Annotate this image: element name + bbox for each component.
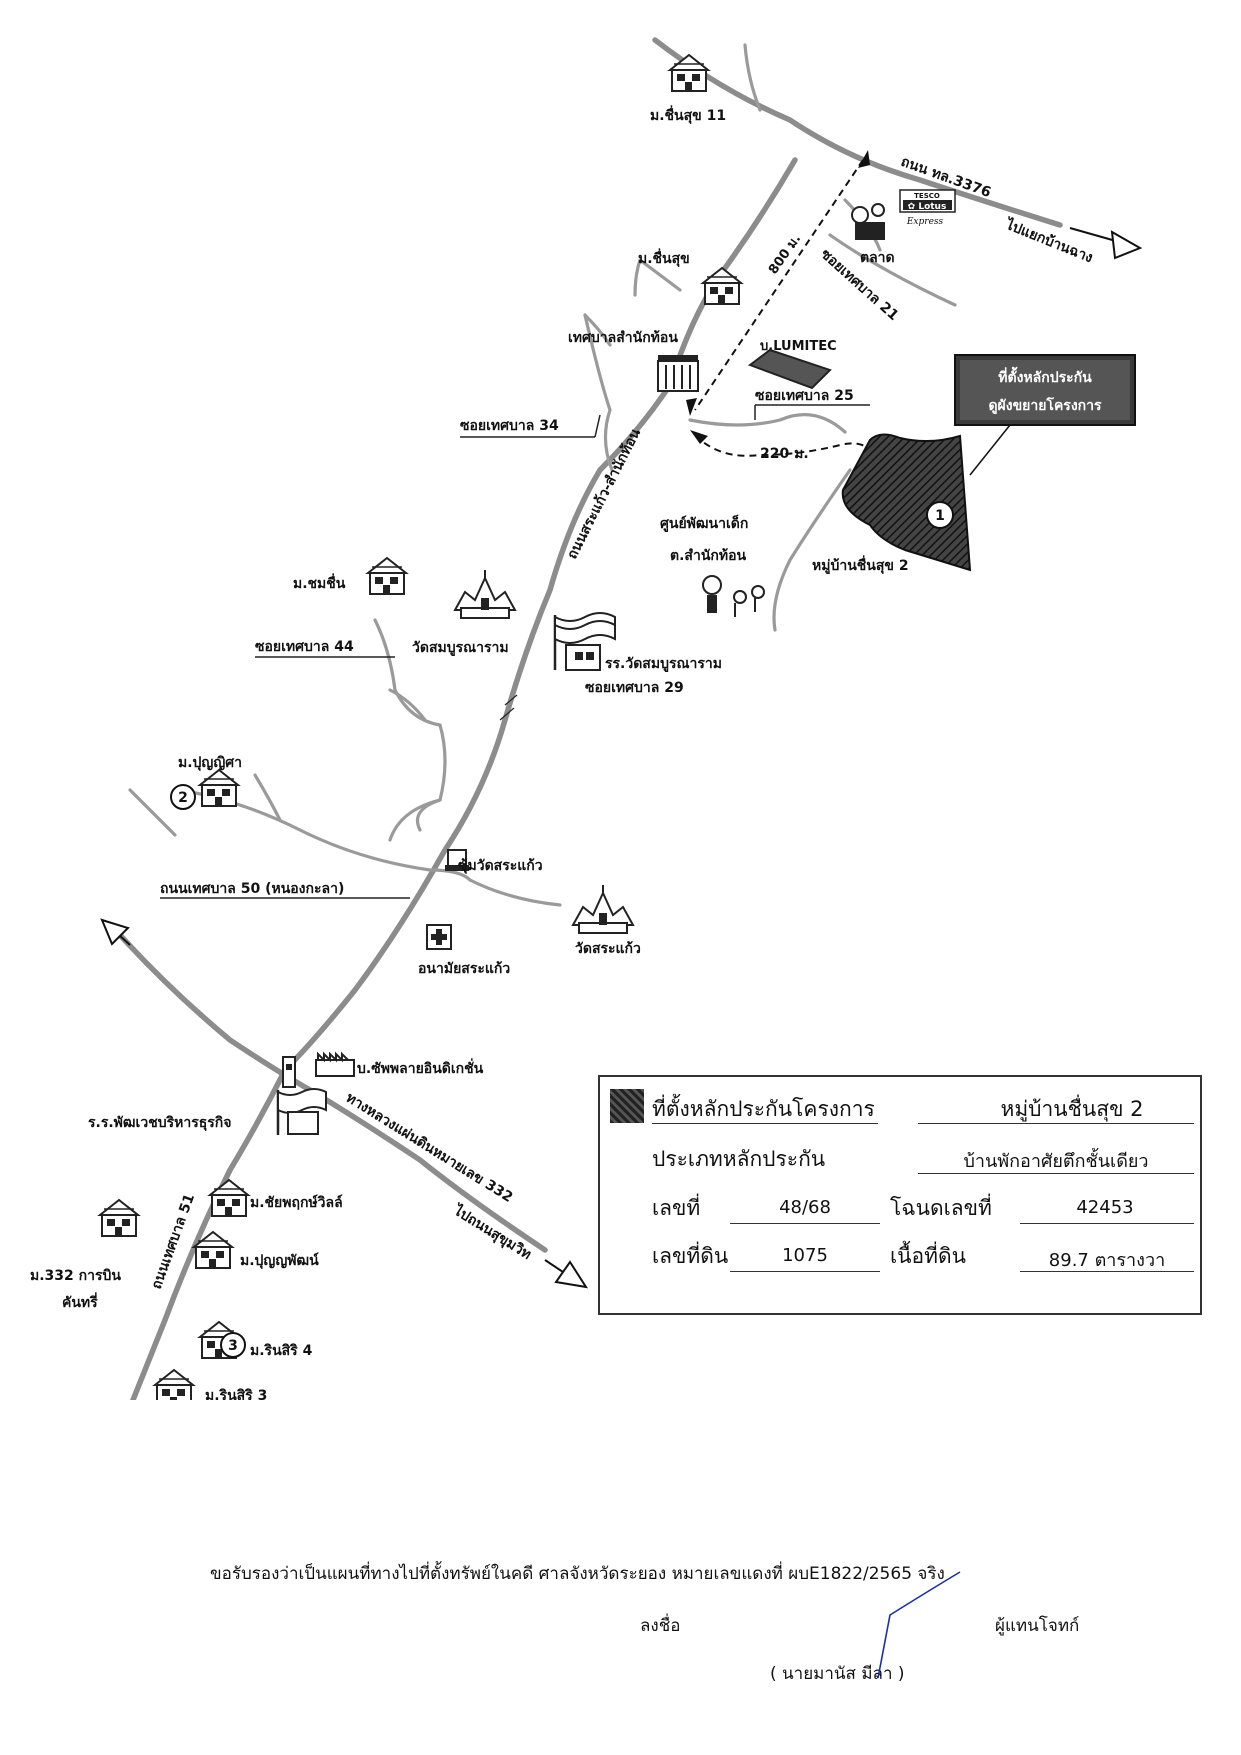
- land-no-value: 1075: [782, 1245, 828, 1266]
- route-dashed-800m: [686, 150, 870, 416]
- marker-1-label: 1: [935, 508, 945, 524]
- label-village-2: หมู่บ้านชื่นสุข 2: [812, 555, 909, 574]
- label-soi-25: ซอยเทศบาล 25: [755, 388, 854, 404]
- house-icon: [99, 1199, 139, 1237]
- health-cross-icon: [426, 924, 452, 950]
- arrow-to-ban-chang: [1069, 227, 1143, 260]
- label-road-51: ถนนเทศบาล 51: [149, 1192, 198, 1292]
- label-highway-332: ทางหลวงแผ่นดินหมายเลข 332: [343, 1090, 516, 1206]
- collateral-swatch: [610, 1089, 644, 1123]
- label-road-sakaeo: ถนนสระแก้ว-สำนักท้อน: [564, 426, 644, 562]
- school-flag-icon: [553, 612, 616, 671]
- temple-icon: [454, 569, 516, 619]
- label-village-rinsiri3: ม.รินสิริ 3: [205, 1388, 267, 1400]
- building-icon: [657, 354, 699, 392]
- certification-statement: ขอรับรองว่าเป็นแผนที่ทางไปที่ตั้งทรัพย์ใ…: [210, 1564, 945, 1584]
- arrow-to-sukhumvit: [544, 1259, 589, 1289]
- label-village-chaiyaphruek: ม.ชัยพฤกษ์วิลล์: [250, 1194, 343, 1211]
- factory-icon: [315, 1051, 355, 1077]
- svg-text:TESCO: TESCO: [914, 192, 940, 200]
- label-school-phatwet: ร.ร.พัฒเวชบริหารธุรกิจ: [88, 1115, 231, 1131]
- label-road-50: ถนนเทศบาล 50 (หนองกะลา): [160, 881, 344, 897]
- temple-icon: [572, 884, 634, 934]
- label-market: ตลาด: [860, 250, 895, 266]
- route-dashed-220m: [690, 430, 871, 457]
- house-icon: [209, 1179, 249, 1217]
- deed-value: 42453: [1076, 1197, 1134, 1218]
- label-220m: 220 ม.: [760, 446, 809, 462]
- label-wat-sakaeo: วัดสระแก้ว: [575, 941, 641, 957]
- callout-line-1: ที่ตั้งหลักประกัน: [998, 366, 1092, 386]
- collateral-info-box: ที่ตั้งหลักประกันโครงการ หมู่บ้านชื่นสุข…: [598, 1075, 1202, 1315]
- type-label: ประเภทหลักประกัน: [652, 1147, 826, 1171]
- label-soi-44: ซอยเทศบาล 44: [255, 639, 354, 655]
- house-icon: [367, 557, 407, 595]
- marker-3-label: 3: [228, 1338, 238, 1354]
- label-soi-29: ซอยเทศบาล 29: [585, 680, 684, 696]
- label-village-chuensuk: ม.ชื่นสุข: [638, 248, 690, 267]
- number-label: เลขที่: [652, 1196, 701, 1220]
- house-icon: [199, 769, 239, 807]
- label-soi-34: ซอยเทศบาล 34: [460, 418, 559, 434]
- label-child-center-2: ต.สำนักท้อน: [670, 548, 747, 564]
- tower-icon: [282, 1056, 296, 1088]
- label-village-11: ม.ชื่นสุข 11: [650, 105, 726, 124]
- arch-icon: [445, 849, 469, 871]
- house-icon: [669, 54, 709, 92]
- arrow-to-phlu-ta-luang: [100, 918, 131, 946]
- route-map: 1 ที่ตั้งหลักประกัน ดูผังขยายโครงการ TES…: [30, 37, 1143, 1400]
- type-value: บ้านพักอาศัยตึกชั้นเดียว: [963, 1151, 1149, 1172]
- label-village-rinsiri4: ม.รินสิริ 4: [250, 1343, 313, 1359]
- area-value: 89.7 ตารางวา: [1048, 1250, 1166, 1271]
- marker-2: [170, 784, 196, 810]
- label-lumitec: บ.LUMITEC: [760, 339, 837, 354]
- svg-text:✿ Lotus: ✿ Lotus: [908, 202, 947, 212]
- marker-2-label: 2: [178, 790, 188, 806]
- label-health-center: อนามัยสระแก้ว: [418, 961, 510, 977]
- label-supply-company: บ.ซัพพลายอินดิเกชั่น: [357, 1058, 484, 1077]
- area-label: เนื้อที่ดิน: [890, 1244, 966, 1268]
- label-municipality: เทศบาลสำนักท้อน: [568, 330, 678, 346]
- road-break-marks: [499, 694, 518, 721]
- location-label: ที่ตั้งหลักประกันโครงการ: [652, 1097, 875, 1121]
- factory-icon: [747, 348, 832, 390]
- label-village-chomchuen: ม.ชมชื่น: [293, 573, 346, 592]
- lotus-logo: TESCO ✿ Lotus Express: [899, 189, 956, 227]
- label-child-center-1: ศูนย์พัฒนาเด็ก: [660, 514, 748, 532]
- school-flag-icon: [276, 1088, 327, 1135]
- marker-3: [220, 1332, 246, 1358]
- collateral-callout: ที่ตั้งหลักประกัน ดูผังขยายโครงการ: [954, 354, 1136, 476]
- callout-line-2: ดูผังขยายโครงการ: [988, 396, 1102, 414]
- deed-label: โฉนดเลขที่: [890, 1196, 992, 1220]
- label-village-punyaphat: ม.ปุญญพัฒน์: [240, 1252, 319, 1269]
- sign-label: ลงชื่อ: [640, 1616, 681, 1636]
- land-no-label: เลขที่ดิน: [652, 1244, 729, 1268]
- house-icon: [154, 1369, 194, 1400]
- label-school-somboon: รร.วัดสมบูรณาราม: [605, 656, 722, 672]
- label-village-punyisa: ม.ปุญญิศา: [178, 755, 242, 771]
- label-village-332-1: ม.332 การบิน: [30, 1268, 121, 1284]
- signer-role: ผู้แทนโจทก์: [995, 1616, 1080, 1636]
- label-village-332-2: คันทรี่: [62, 1292, 98, 1311]
- number-value: 48/68: [779, 1197, 831, 1218]
- marker-1: [926, 501, 954, 529]
- signature-stroke: [877, 1571, 961, 1679]
- children-icon: [702, 575, 765, 617]
- house-icon: [702, 267, 742, 305]
- label-wat-somboon: วัดสมบูรณาราม: [412, 640, 509, 656]
- label-arch-sakaeo: ซุ้มวัดสระแก้ว: [458, 858, 543, 874]
- signer-name: ( นายมานัส มีลา ): [770, 1664, 905, 1684]
- collateral-parcel: 1: [841, 433, 972, 572]
- location-value: หมู่บ้านชื่นสุข 2: [1000, 1097, 1144, 1121]
- svg-text:Express: Express: [906, 217, 944, 227]
- market-icon: [851, 203, 885, 240]
